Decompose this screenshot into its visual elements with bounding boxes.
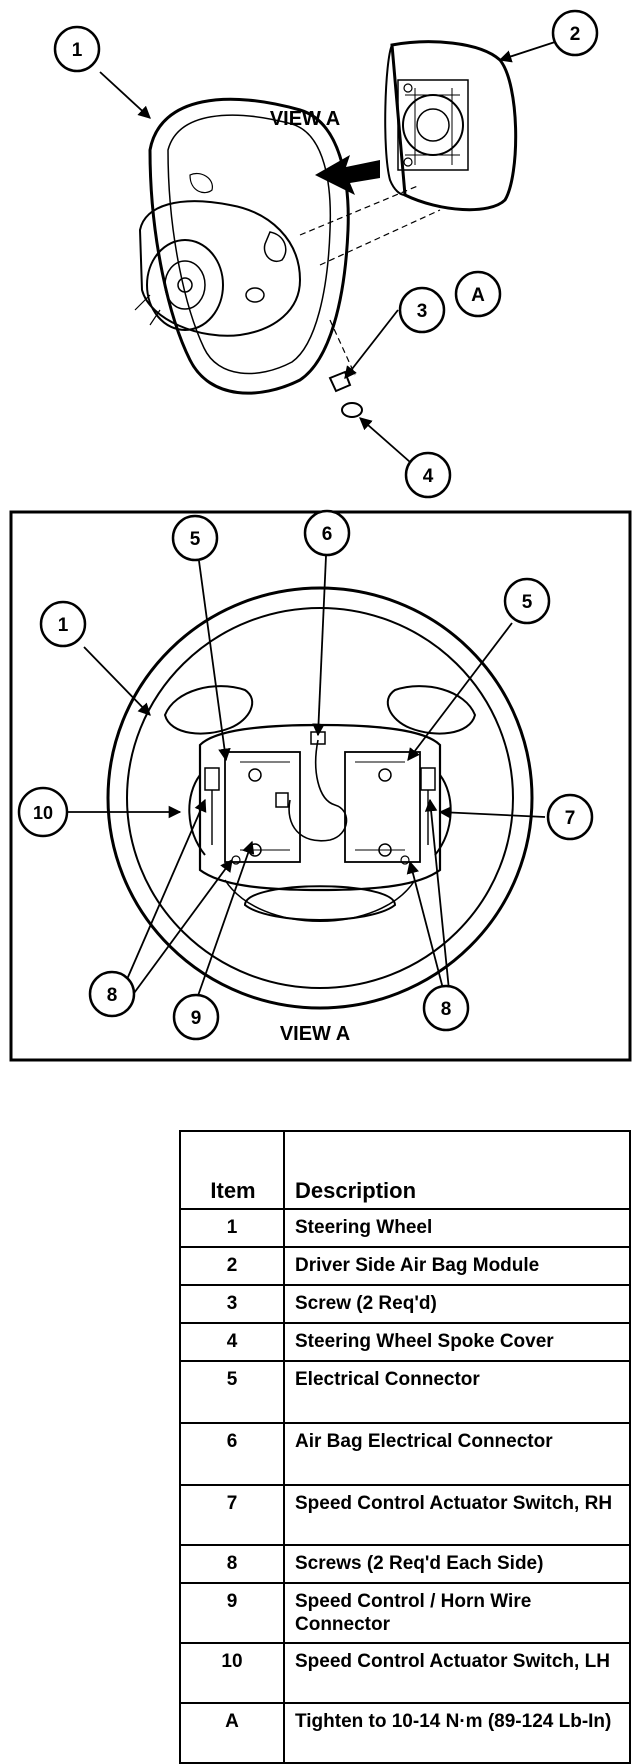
- legend-description: Speed Control / Horn Wire Connector: [283, 1582, 631, 1644]
- steering-wheel-illustration: [134, 97, 350, 395]
- svg-text:1: 1: [72, 40, 83, 61]
- svg-text:9: 9: [191, 1008, 202, 1029]
- callout-8-right: 8: [422, 984, 470, 1032]
- legend-item: 7: [179, 1484, 285, 1546]
- callout-4-top: 4: [404, 451, 452, 499]
- callout-9: 9: [172, 993, 220, 1041]
- spoke-cover-illustration: [341, 402, 363, 418]
- legend-row: A Tighten to 10-14 N·m (89-124 Lb-In): [179, 1702, 631, 1764]
- legend-item: 6: [179, 1422, 285, 1486]
- svg-text:7: 7: [565, 808, 576, 829]
- legend-row: 9 Speed Control / Horn Wire Connector: [179, 1582, 631, 1644]
- legend-row: 4 Steering Wheel Spoke Cover: [179, 1322, 631, 1362]
- callout-7: 7: [546, 793, 594, 841]
- legend-row: 10 Speed Control Actuator Switch, LH: [179, 1642, 631, 1704]
- legend-row: 2 Driver Side Air Bag Module: [179, 1246, 631, 1286]
- legend-description: Screw (2 Req'd): [283, 1284, 631, 1324]
- svg-text:A: A: [471, 285, 485, 306]
- legend-item: 4: [179, 1322, 285, 1362]
- legend-description: Steering Wheel Spoke Cover: [283, 1322, 631, 1362]
- legend-row: 3 Screw (2 Req'd): [179, 1284, 631, 1324]
- view-a-label-top: VIEW A: [270, 108, 340, 130]
- top-exploded-view: [99, 40, 556, 463]
- svg-text:8: 8: [441, 999, 452, 1020]
- svg-text:5: 5: [522, 592, 533, 613]
- legend-row: 8 Screws (2 Req'd Each Side): [179, 1544, 631, 1584]
- callout-10: 10: [17, 786, 69, 838]
- svg-text:3: 3: [417, 301, 428, 322]
- callout-5-right: 5: [503, 577, 551, 625]
- view-a-arrow: [315, 155, 380, 195]
- legend-item: 1: [179, 1208, 285, 1248]
- legend-description: Air Bag Electrical Connector: [283, 1422, 631, 1486]
- legend-header-item: Item: [179, 1130, 285, 1210]
- legend-description: Steering Wheel: [283, 1208, 631, 1248]
- legend-description: Speed Control Actuator Switch, LH: [283, 1642, 631, 1704]
- callout-1-bottom: 1: [39, 600, 87, 648]
- legend-row: 1 Steering Wheel: [179, 1208, 631, 1248]
- legend-item: 9: [179, 1582, 285, 1644]
- callout-8-left: 8: [88, 970, 136, 1018]
- legend-table: Item Description 1 Steering Wheel 2 Driv…: [179, 1130, 631, 1764]
- legend-row: 5 Electrical Connector: [179, 1360, 631, 1424]
- svg-text:5: 5: [190, 529, 201, 550]
- legend-item: 2: [179, 1246, 285, 1286]
- svg-text:4: 4: [423, 466, 434, 487]
- view-a-steering-wheel: [106, 586, 534, 1010]
- svg-text:10: 10: [33, 803, 53, 823]
- legend-header-description: Description: [283, 1130, 631, 1210]
- legend-row: 6 Air Bag Electrical Connector: [179, 1422, 631, 1486]
- legend-description: Driver Side Air Bag Module: [283, 1246, 631, 1286]
- legend-row: 7 Speed Control Actuator Switch, RH: [179, 1484, 631, 1546]
- callout-A-top: A: [454, 270, 502, 318]
- legend-item: 3: [179, 1284, 285, 1324]
- view-a-label-bottom: VIEW A: [280, 1023, 350, 1045]
- callout-1-top: 1: [53, 25, 101, 73]
- svg-text:2: 2: [570, 24, 581, 45]
- legend-item: 8: [179, 1544, 285, 1584]
- legend-item: A: [179, 1702, 285, 1764]
- air-bag-module-illustration: [384, 40, 518, 212]
- legend-header-row: Item Description: [179, 1130, 631, 1210]
- legend-description: Speed Control Actuator Switch, RH: [283, 1484, 631, 1546]
- svg-text:6: 6: [322, 524, 333, 545]
- screw-illustration: [328, 370, 352, 393]
- callout-3-top: 3: [398, 286, 446, 334]
- legend-item: 10: [179, 1642, 285, 1704]
- legend-item: 5: [179, 1360, 285, 1424]
- callout-5-left: 5: [171, 514, 219, 562]
- legend-description: Tighten to 10-14 N·m (89-124 Lb-In): [283, 1702, 631, 1764]
- svg-text:1: 1: [58, 615, 69, 636]
- callout-6: 6: [303, 509, 351, 557]
- callout-2-top: 2: [551, 9, 599, 57]
- legend-description: Screws (2 Req'd Each Side): [283, 1544, 631, 1584]
- legend-description: Electrical Connector: [283, 1360, 631, 1424]
- diagram-canvas: 1 2 3 A 4 VIEW A: [9, 9, 632, 1062]
- svg-text:8: 8: [107, 985, 118, 1006]
